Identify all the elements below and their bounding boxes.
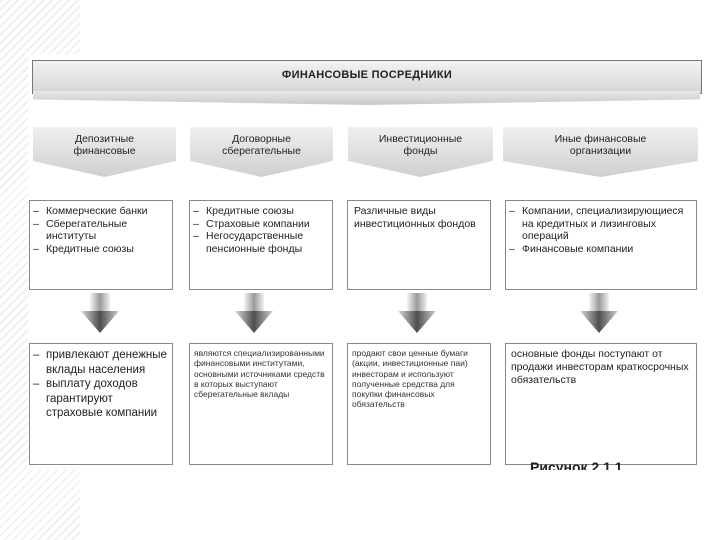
description-text: основные фонды поступают от продажи инве… <box>506 348 696 387</box>
description-box-deposit: привлекают денежные вклады населения вып… <box>29 343 173 465</box>
members-box-contractual: Кредитные союзы Страховые компании Негос… <box>189 200 333 290</box>
members-box-other: Компании, специализирующиеся на кредитны… <box>505 200 697 290</box>
member-item: Компании, специализирующиеся на кредитны… <box>506 205 696 243</box>
down-arrow-icon <box>398 293 436 333</box>
figure-caption-clipped: Рисунок 2.1.1 <box>530 462 642 470</box>
members-box-investment: Различные виды инвестиционных фондов <box>347 200 491 290</box>
figure-caption-text: Рисунок 2.1.1 <box>530 462 623 470</box>
members-box-deposit: Коммерческие банки Сберегательные инстит… <box>29 200 173 290</box>
member-item: Негосударственные пенсионные фонды <box>190 230 332 255</box>
category-label-line: организации <box>503 145 698 157</box>
down-arrow-icon <box>235 293 273 333</box>
description-text: являются специализированными финансовыми… <box>190 348 332 399</box>
member-item: Сберегательные институты <box>30 218 172 243</box>
category-label-line: сберегательные <box>190 145 333 157</box>
member-item: Различные виды инвестиционных фондов <box>348 205 490 230</box>
category-label-line: Иные финансовые <box>503 133 698 145</box>
description-box-other: основные фонды поступают от продажи инве… <box>505 343 697 465</box>
category-label-line: фонды <box>348 145 493 157</box>
member-item: Кредитные союзы <box>190 205 332 218</box>
member-item: Коммерческие банки <box>30 205 172 218</box>
description-box-investment: продают свои ценные бумаги (акции, инвес… <box>347 343 491 465</box>
category-label-line: Договорные <box>190 133 333 145</box>
category-label-line: Депозитные <box>33 133 176 145</box>
category-label-line: финансовые <box>33 145 176 157</box>
title-banner: ФИНАНСОВЫЕ ПОСРЕДНИКИ <box>32 60 702 94</box>
down-arrow-icon <box>580 293 618 333</box>
member-item: Страховые компании <box>190 218 332 231</box>
diagram-title: ФИНАНСОВЫЕ ПОСРЕДНИКИ <box>33 69 701 81</box>
description-item: привлекают денежные вклады населения <box>30 348 172 377</box>
description-text: продают свои ценные бумаги (акции, инвес… <box>348 348 490 410</box>
description-box-contractual: являются специализированными финансовыми… <box>189 343 333 465</box>
description-item: выплату доходов гарантируют страховые ко… <box>30 377 172 421</box>
member-item: Финансовые компании <box>506 243 696 256</box>
member-item: Кредитные союзы <box>30 243 172 256</box>
category-label-line: Инвестиционные <box>348 133 493 145</box>
down-arrow-icon <box>81 293 119 333</box>
